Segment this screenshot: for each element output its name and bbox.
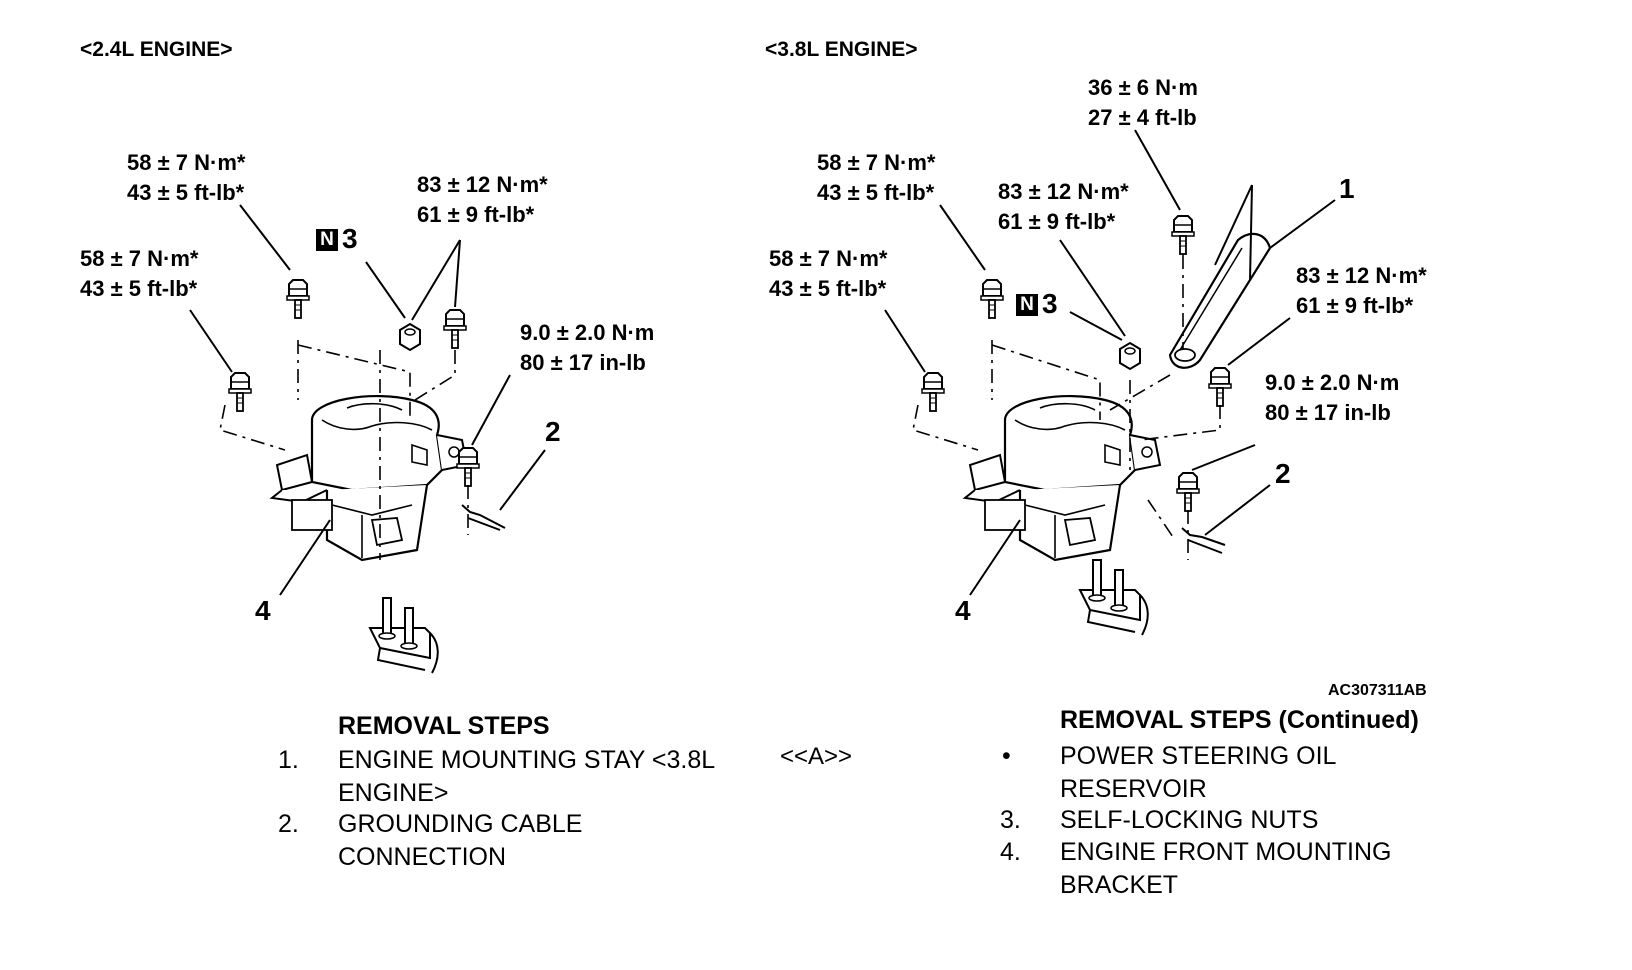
torque-metric: 58 ± 7 N·m* xyxy=(80,246,199,271)
left-engine-mount xyxy=(270,394,469,562)
torque-imperial: 27 ± 4 ft-lb xyxy=(1088,105,1197,130)
right-torque-nut: 83 ± 12 N·m* 61 ± 9 ft-lb* xyxy=(998,177,1129,237)
step-line: ENGINE> xyxy=(338,779,449,807)
step-text: ENGINE MOUNTING STAY <3.8L ENGINE> xyxy=(338,744,715,810)
right-side-bolt-icon xyxy=(921,372,945,412)
right-stay-bolt-icon xyxy=(1208,367,1232,407)
step-text: GROUNDING CABLE CONNECTION xyxy=(338,808,582,874)
figure-code: AC307311AB xyxy=(1328,682,1427,699)
left-mount-studs xyxy=(369,597,439,674)
right-callout-2: 2 xyxy=(1275,458,1291,489)
right-torque-stay: 36 ± 6 N·m 27 ± 4 ft-lb xyxy=(1088,73,1198,133)
step-number: 1. xyxy=(278,746,299,774)
right-torque-stay-bolt: 83 ± 12 N·m* 61 ± 9 ft-lb* xyxy=(1296,261,1427,321)
step-text: ENGINE FRONT MOUNTING BRACKET xyxy=(1060,836,1391,902)
torque-metric: 58 ± 7 N·m* xyxy=(769,246,888,271)
torque-imperial: 61 ± 9 ft-lb* xyxy=(998,209,1116,234)
step-line: ENGINE MOUNTING STAY <3.8L xyxy=(338,746,716,774)
step-text: SELF-LOCKING NUTS xyxy=(1060,804,1318,837)
right-torque-top-bolt: 58 ± 7 N·m* 43 ± 5 ft-lb* xyxy=(817,148,935,208)
left-callout-4: 4 xyxy=(255,595,271,626)
right-torque-side-bolt: 58 ± 7 N·m* 43 ± 5 ft-lb* xyxy=(769,244,887,304)
step-line: ENGINE FRONT MOUNTING xyxy=(1060,838,1392,866)
left-torque-top-bolt: 58 ± 7 N·m* 43 ± 5 ft-lb* xyxy=(127,148,245,208)
step-number: • xyxy=(1002,742,1011,770)
torque-imperial: 61 ± 9 ft-lb* xyxy=(417,202,535,227)
left-torque-side-bolt: 58 ± 7 N·m* 43 ± 5 ft-lb* xyxy=(80,244,198,304)
right-callout-1: 1 xyxy=(1339,173,1355,204)
step-line: GROUNDING CABLE xyxy=(338,810,583,838)
new-part-icon: N xyxy=(316,229,338,251)
removal-steps-continued-title: REMOVAL STEPS (Continued) xyxy=(1060,706,1419,734)
right-nut-icon xyxy=(1119,342,1141,370)
left-torque-nuts: 83 ± 12 N·m* 61 ± 9 ft-lb* xyxy=(417,170,548,230)
step-line: POWER STEERING OIL xyxy=(1060,742,1337,770)
service-marker: <<A>> xyxy=(780,743,853,770)
right-callout-4: 4 xyxy=(955,595,971,626)
left-side-bolt-icon xyxy=(228,372,252,412)
left-diagram xyxy=(189,204,546,674)
left-callout-2: 2 xyxy=(545,416,561,447)
left-top-bolt-icon xyxy=(286,279,310,319)
step-number: 2. xyxy=(278,810,299,838)
right-diagram xyxy=(884,129,1336,636)
torque-metric: 9.0 ± 2.0 N·m xyxy=(1265,370,1400,395)
right-stay-top-bolt-icon xyxy=(1171,215,1195,255)
right-torque-ground: 9.0 ± 2.0 N·m 80 ± 17 in-lb xyxy=(1265,368,1399,428)
torque-imperial: 80 ± 17 in-lb xyxy=(1265,400,1391,425)
step-number: 3. xyxy=(1000,806,1021,834)
right-mount-studs xyxy=(1079,559,1149,636)
torque-imperial: 43 ± 5 ft-lb* xyxy=(127,180,245,205)
right-engine-header: <3.8L ENGINE> xyxy=(765,38,918,61)
torque-imperial: 61 ± 9 ft-lb* xyxy=(1296,293,1414,318)
left-nut-icon xyxy=(399,323,421,351)
torque-imperial: 80 ± 17 in-lb xyxy=(520,350,646,375)
right-top-bolt-icon xyxy=(980,279,1004,319)
torque-imperial: 43 ± 5 ft-lb* xyxy=(817,180,935,205)
step-text: POWER STEERING OIL RESERVOIR xyxy=(1060,740,1336,806)
torque-imperial: 43 ± 5 ft-lb* xyxy=(769,276,887,301)
torque-metric: 9.0 ± 2.0 N·m xyxy=(520,320,655,345)
left-engine-header: <2.4L ENGINE> xyxy=(80,38,233,61)
step-line: SELF-LOCKING NUTS xyxy=(1060,806,1319,834)
left-nut-stud-bolt-icon xyxy=(443,309,467,349)
left-torque-ground: 9.0 ± 2.0 N·m 80 ± 17 in-lb xyxy=(520,318,654,378)
step-number: 4. xyxy=(1000,838,1021,866)
torque-metric: 36 ± 6 N·m xyxy=(1088,75,1198,100)
right-ground-bolt-icon xyxy=(1176,472,1200,512)
step-line: RESERVOIR xyxy=(1060,775,1207,803)
torque-metric: 83 ± 12 N·m* xyxy=(417,172,548,197)
torque-metric: 58 ± 7 N·m* xyxy=(127,150,246,175)
torque-imperial: 43 ± 5 ft-lb* xyxy=(80,276,198,301)
left-ground-bolt-icon xyxy=(456,447,480,487)
step-line: BRACKET xyxy=(1060,871,1179,899)
torque-metric: 83 ± 12 N·m* xyxy=(1296,263,1427,288)
new-part-icon: N xyxy=(1016,294,1038,316)
torque-metric: 58 ± 7 N·m* xyxy=(817,150,936,175)
removal-steps-title: REMOVAL STEPS xyxy=(338,712,550,740)
step-line: CONNECTION xyxy=(338,843,507,871)
torque-metric: 83 ± 12 N·m* xyxy=(998,179,1129,204)
